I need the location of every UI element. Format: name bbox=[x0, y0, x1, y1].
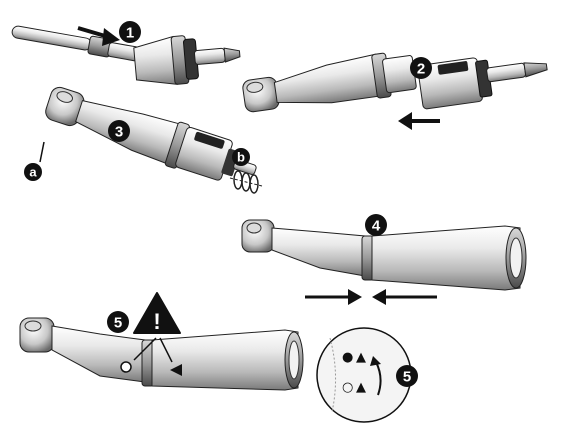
step1-number: 1 bbox=[126, 25, 134, 42]
step1-assembly bbox=[11, 25, 241, 85]
step5-badge-left: 5 bbox=[107, 311, 129, 333]
step4-badge: 4 bbox=[365, 214, 387, 236]
step2-badge: 2 bbox=[410, 57, 432, 79]
step4-number: 4 bbox=[372, 218, 381, 235]
step1-badge: 1 bbox=[119, 21, 141, 43]
rotate-up-arrow-icon bbox=[370, 356, 382, 396]
label-b-badge: b bbox=[232, 148, 250, 166]
warning-exclamation: ! bbox=[153, 309, 160, 334]
filled-circle-icon: ● bbox=[342, 350, 353, 365]
open-circle-mark bbox=[120, 361, 132, 373]
step2-number: 2 bbox=[417, 61, 425, 78]
label-b: b bbox=[237, 150, 245, 165]
step2-assembly bbox=[242, 52, 548, 130]
step5-number-left: 5 bbox=[114, 315, 122, 332]
step5-assembly bbox=[19, 317, 304, 391]
o-rings bbox=[229, 170, 263, 194]
filled-triangle-icon-lower: ▲ bbox=[356, 380, 366, 395]
warning-sign: ! bbox=[133, 292, 181, 334]
filled-triangle-icon: ▲ bbox=[356, 350, 366, 365]
step4-assembly bbox=[241, 219, 527, 305]
triangle-mark bbox=[170, 364, 182, 376]
step5-badge-right: 5 bbox=[396, 365, 418, 387]
label-a-badge: a bbox=[24, 163, 42, 181]
step3-number: 3 bbox=[115, 124, 123, 141]
step3-assembly bbox=[39, 86, 263, 194]
step3-badge: 3 bbox=[108, 120, 130, 142]
step5-detail-magnifier: ● ▲ ○ ▲ bbox=[316, 327, 412, 423]
step4-push-arrows bbox=[305, 289, 437, 305]
step2-push-arrow bbox=[398, 112, 440, 130]
step5-number-right: 5 bbox=[403, 369, 411, 386]
label-a: a bbox=[29, 165, 37, 180]
open-circle-icon: ○ bbox=[342, 380, 353, 395]
step1-push-arrow bbox=[77, 26, 120, 46]
